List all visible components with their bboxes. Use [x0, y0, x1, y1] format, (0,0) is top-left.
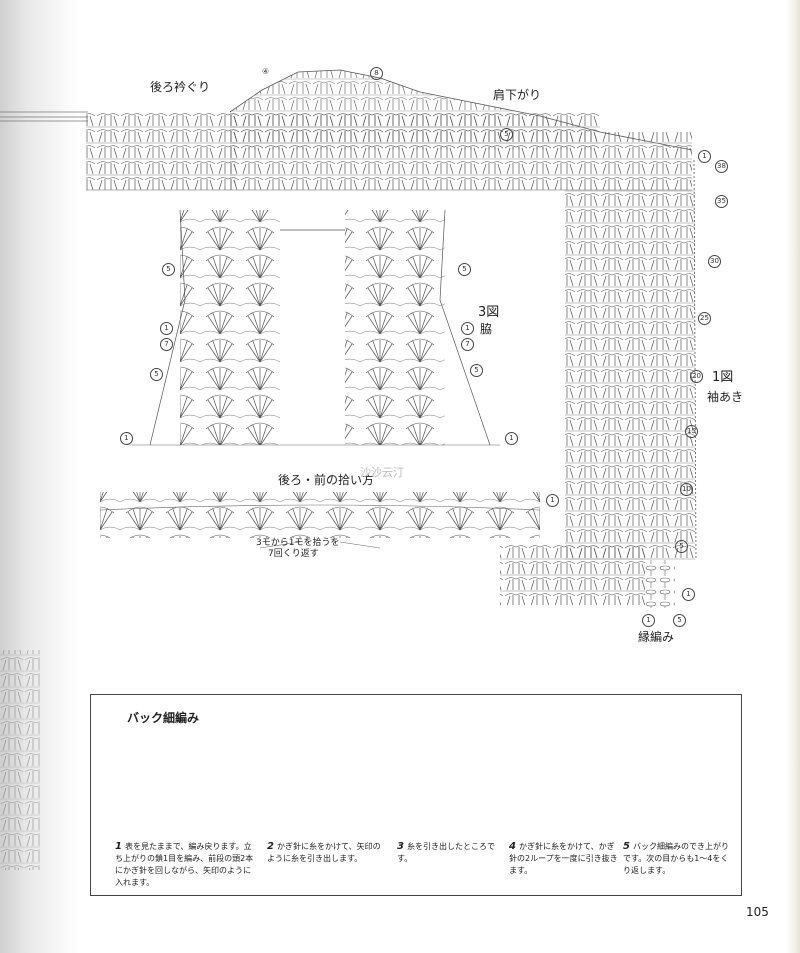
row-marker: 25 — [698, 312, 711, 325]
row-marker: 5 — [673, 614, 686, 627]
step-number: 1 — [115, 841, 122, 852]
row-marker: 38 — [715, 160, 728, 173]
instructions-title: バック細編み — [127, 711, 200, 725]
edging-label: 縁編み — [638, 630, 675, 644]
row-marker: 5 — [150, 368, 163, 381]
back-neckline-label: 後ろ衿ぐり — [150, 80, 211, 94]
row-marker: 1 — [120, 432, 133, 445]
row-marker: 1 — [505, 432, 518, 445]
row-marker: 5 — [470, 364, 483, 377]
step-number: 4 — [509, 841, 516, 852]
step-text: かぎ針に糸をかけて、かぎ針の2ループを一度に引き抜きます。 — [509, 842, 618, 875]
row-marker: 1 — [682, 588, 695, 601]
row-marker: 15 — [685, 425, 698, 438]
row-marker: 5 — [500, 128, 513, 141]
figure3-label: 3図 — [478, 305, 500, 320]
step-number: 5 — [623, 841, 630, 852]
page-number: 105 — [746, 905, 769, 919]
row-marker: 5 — [162, 263, 175, 276]
row-marker: 7 — [160, 338, 173, 351]
pickup-title: 後ろ・前の拾い方 — [278, 473, 375, 487]
pickup-note-line1: 3モから1モを拾うを — [256, 538, 340, 548]
step-number: 3 — [397, 841, 404, 852]
row-marker: 1 — [461, 322, 474, 335]
row-marker: 20 — [690, 370, 703, 383]
figure1-label: 1図 — [712, 370, 734, 385]
row-marker: 1 — [546, 494, 559, 507]
side-label: 脇 — [480, 322, 493, 336]
step-text: 表を見たままで、編み戻ります。立ち上がりの鎖1目を編み、前段の頭2本にかぎ針を回… — [115, 842, 254, 887]
pickup-note-line2: 7回くり返す — [268, 549, 319, 559]
armhole-label: 袖あき — [707, 390, 744, 404]
step-text: バック細編みのでき上がりです。次の目からも1〜4をくり返します。 — [623, 842, 729, 875]
row-marker: 5 — [458, 263, 471, 276]
row-marker: 1 — [698, 150, 711, 163]
step-number: 2 — [267, 841, 274, 852]
row-marker: 30 — [708, 255, 721, 268]
watermark-text: 沙沙云汀 — [360, 466, 404, 479]
row-marker: 10 — [680, 483, 693, 496]
step-text: かぎ針に糸をかけて、矢印のように糸を引き出します。 — [267, 842, 381, 863]
row-marker: 1 — [160, 322, 173, 335]
row-marker: 35 — [715, 195, 728, 208]
row-marker: 7 — [461, 338, 474, 351]
step-text: 糸を引き出したところです。 — [397, 842, 495, 863]
row-marker: ④ 4 — [262, 67, 270, 76]
row-marker: 1 — [642, 614, 655, 627]
row-marker: 8 — [370, 67, 383, 80]
row-marker: 5 — [675, 540, 688, 553]
page-edge — [786, 0, 800, 953]
shoulder-slope-label: 肩下がり — [493, 88, 542, 102]
